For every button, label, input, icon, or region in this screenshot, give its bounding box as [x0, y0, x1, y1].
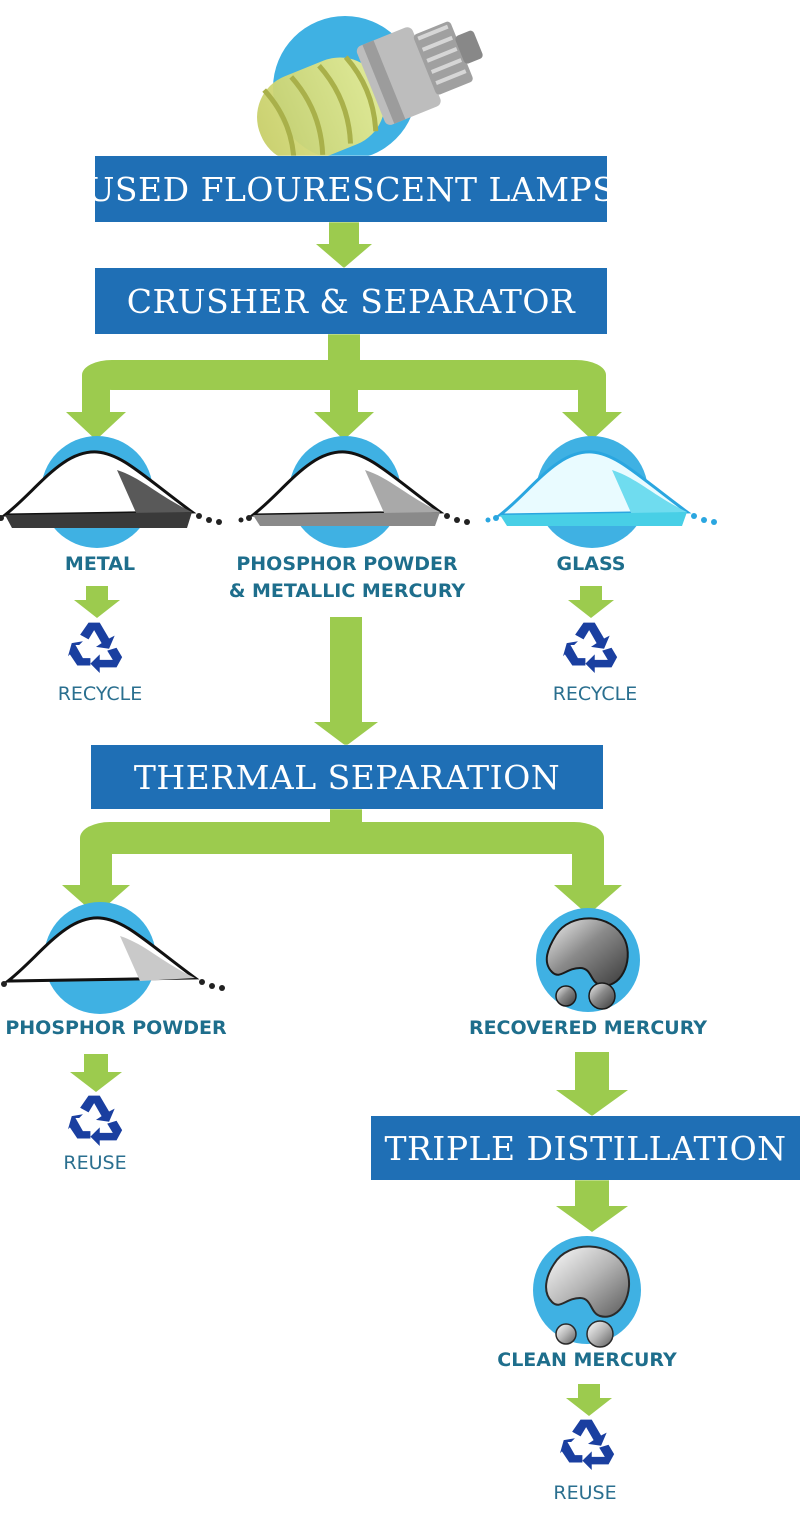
connectors	[62, 222, 628, 1416]
connector-arrowhead	[562, 412, 622, 440]
output-phosphor-powder: PHOSPHOR POWDER	[5, 1017, 227, 1039]
stage-crusher-label: CRUSHER & SEPARATOR	[126, 281, 576, 321]
output-metal: METAL	[64, 553, 136, 575]
connector-drop-right	[578, 375, 606, 415]
connector-arrowhead	[556, 1090, 628, 1116]
recycle-icon	[68, 1095, 123, 1146]
action-metal-recycle: RECYCLE	[57, 683, 143, 705]
output-recovered-mercury: RECOVERED MERCURY	[468, 1017, 708, 1039]
connector-shaft	[329, 222, 359, 246]
connector-drop-middle	[330, 380, 358, 415]
powder-pile-icon	[485, 436, 717, 548]
stage-thermal-label: THERMAL SEPARATION	[133, 757, 561, 797]
connector-crossbar	[82, 360, 606, 390]
connector-arrowhead	[74, 600, 120, 618]
connector-drop-left	[80, 838, 112, 888]
connector-arrowhead	[554, 885, 622, 915]
connector-arrowhead	[316, 244, 372, 268]
output-phosphor-mercury-line2: & METALLIC MERCURY	[228, 580, 466, 602]
connector-arrowhead	[556, 1206, 628, 1232]
connector-arrowhead	[566, 1398, 612, 1416]
stage-used-lamps: USED FLOURESCENT LAMPS	[87, 156, 615, 222]
stage-triple-distillation: TRIPLE DISTILLATION	[371, 1116, 800, 1180]
connector-shaft	[575, 1052, 609, 1092]
connector-drop-left	[82, 375, 110, 415]
stage-crusher-separator: CRUSHER & SEPARATOR	[95, 268, 607, 334]
action-clean-mercury-reuse: REUSE	[553, 1482, 617, 1504]
connector-arrowhead	[70, 1072, 122, 1092]
powder-pile-icon	[1, 902, 225, 1014]
stage-triple-label: TRIPLE DISTILLATION	[384, 1128, 787, 1168]
stage-thermal-separation: THERMAL SEPARATION	[91, 745, 603, 809]
connector-drop-right	[572, 838, 604, 888]
connector-arrowhead	[314, 722, 378, 746]
connector-crossbar	[80, 822, 604, 854]
mercury-droplet-icon	[536, 908, 640, 1012]
connector-arrowhead	[314, 412, 374, 440]
recycle-icon	[560, 1419, 615, 1470]
connector-arrowhead	[62, 885, 130, 915]
connector-shaft	[578, 1384, 600, 1400]
connector-shaft	[84, 1054, 108, 1074]
action-glass-recycle: RECYCLE	[552, 683, 638, 705]
output-glass: GLASS	[556, 553, 626, 575]
recycle-icon	[563, 622, 618, 673]
connector-shaft	[86, 586, 108, 602]
action-phosphor-reuse: REUSE	[63, 1152, 127, 1174]
connector-shaft	[330, 617, 362, 725]
mercury-droplet-icon	[533, 1236, 641, 1348]
connector-shaft	[575, 1180, 609, 1208]
stage-used-lamps-label: USED FLOURESCENT LAMPS	[86, 169, 616, 209]
powder-pile-icon	[0, 436, 222, 548]
connector-trunk	[328, 334, 360, 364]
output-phosphor-mercury-line1: PHOSPHOR POWDER	[236, 553, 458, 575]
connector-arrowhead	[568, 600, 614, 618]
connector-shaft	[580, 586, 602, 602]
output-clean-mercury: CLEAN MERCURY	[497, 1349, 677, 1371]
recycle-icon	[68, 622, 123, 673]
powder-pile-icon	[238, 436, 470, 548]
cfl-bulb-icon	[257, 16, 483, 165]
connector-arrowhead	[66, 412, 126, 440]
